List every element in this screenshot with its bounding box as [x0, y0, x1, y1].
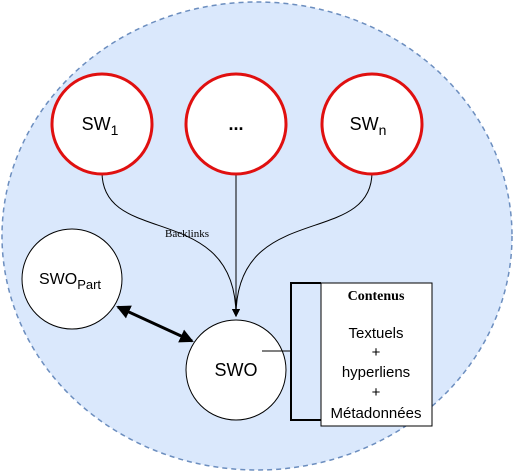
- contenus-line-hyperliens: hyperliens: [342, 364, 410, 381]
- contenus-line-metadonnees: Métadonnées: [331, 405, 422, 422]
- contenus-line-plus-1: +: [372, 344, 381, 361]
- contenus-line-plus-2: +: [372, 384, 381, 401]
- node-swo-part[interactable]: SWOPart: [22, 229, 122, 329]
- contenus-title: Contenus: [348, 289, 405, 304]
- node-swn[interactable]: SWn: [322, 74, 422, 174]
- node-ellipsis[interactable]: ...: [186, 74, 286, 174]
- node-swo[interactable]: SWO: [186, 320, 286, 420]
- contenus-line-textuels: Textuels: [348, 325, 403, 342]
- node-sw1[interactable]: SW1: [52, 74, 152, 174]
- node-swo-label: SWO: [215, 360, 258, 380]
- contenus-box: Contenus Textuels + hyperliens + Métadon…: [321, 283, 432, 426]
- node-ellipsis-label: ...: [228, 114, 243, 134]
- backlinks-label: Backlinks: [165, 228, 209, 240]
